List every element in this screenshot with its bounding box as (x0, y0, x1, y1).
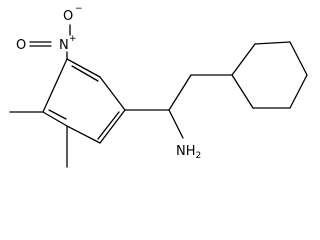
ring-bond-2 (99, 76, 126, 111)
ring-bond-6 (42, 58, 68, 113)
cyclohexane-bond-4 (289, 74, 308, 109)
nitro-oxygen-double-label: O (16, 38, 26, 53)
benzene-ring (42, 58, 126, 144)
molecule-canvas: O − O N + NH2 (9, 4, 308, 168)
nitro-oxygen-minus-label: O (63, 9, 73, 24)
ring-double-bond-2 (97, 111, 120, 140)
ring-bond-4 (66, 125, 101, 144)
nitro-nitrogen-label: N (59, 38, 69, 53)
nitro-group: O − O N + (16, 4, 83, 60)
cyclohexane-bond-3 (289, 41, 308, 76)
structure-diagram: O − O N + NH2 (9, 4, 308, 168)
ring-bond-1 (66, 58, 101, 78)
ring-bond-5 (42, 111, 68, 127)
cyclohexane-bond-1 (231, 43, 256, 76)
chain-bond-ch-n (168, 109, 184, 139)
cyclohexane-bond-6 (231, 74, 254, 109)
chain-bond-ch-ch2 (168, 74, 192, 111)
ring-double-bond-1 (71, 65, 99, 82)
ring-bond-3 (99, 109, 126, 144)
amine-label: NH2 (176, 144, 201, 161)
ring-double-bond-3 (48, 109, 67, 120)
cyclohexane-bond-2 (254, 41, 291, 45)
nitro-oxygen-charge: − (75, 4, 83, 14)
cyclohexane-ring (231, 41, 308, 109)
nitro-nitrogen-charge: + (69, 34, 77, 44)
amine-group: NH2 (176, 144, 201, 161)
